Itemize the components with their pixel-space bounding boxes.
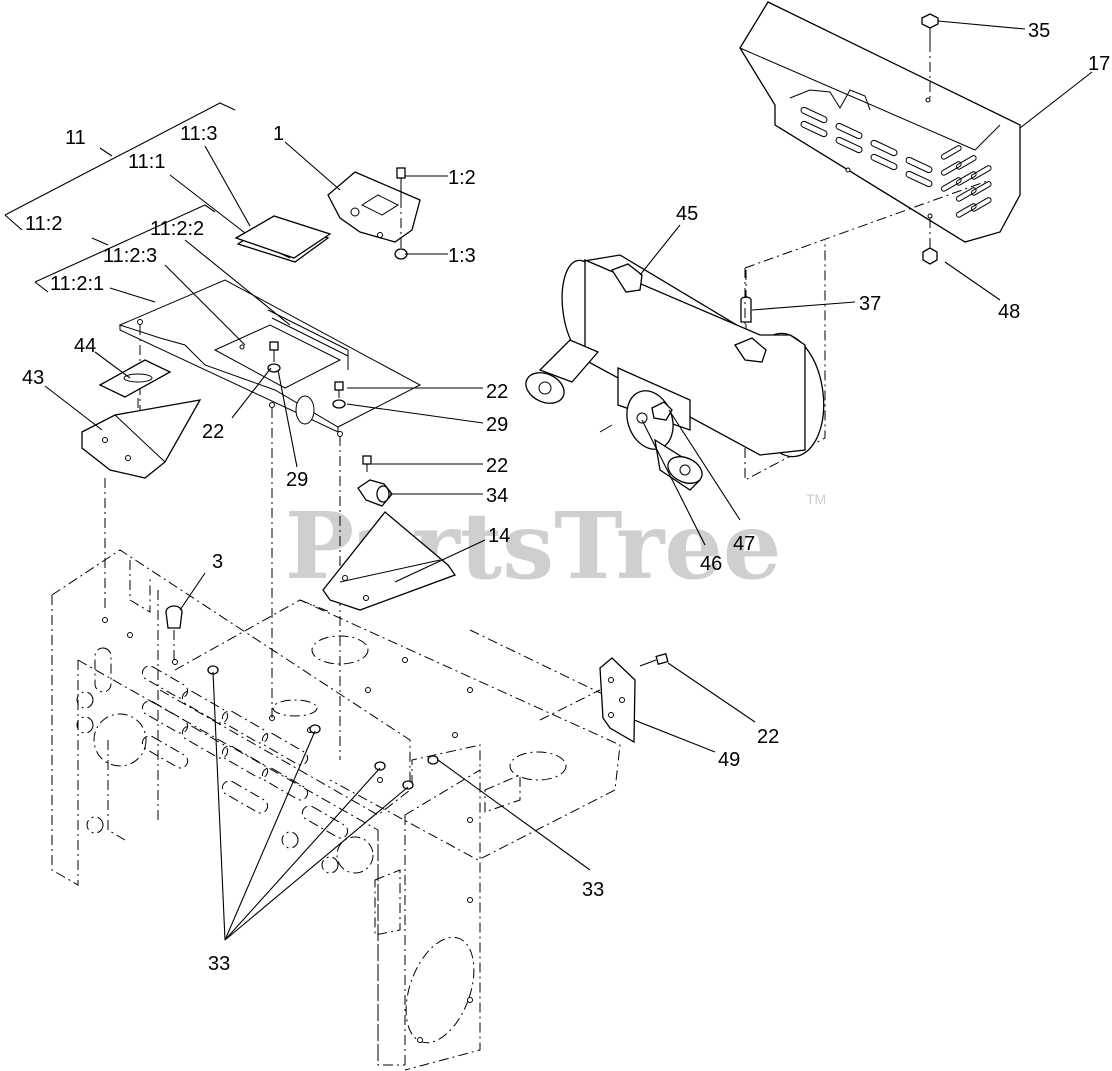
bracket-part-43 bbox=[81, 399, 202, 610]
nut-part-48 bbox=[922, 218, 938, 265]
callout-44: 44 bbox=[74, 335, 96, 357]
cover-part-1 bbox=[327, 167, 421, 260]
callout-48: 48 bbox=[998, 301, 1020, 323]
callout-11-2-2: 11:2:2 bbox=[150, 218, 204, 240]
callout-11: 11 bbox=[65, 127, 86, 149]
callout-11-2-1: 11:2:1 bbox=[50, 273, 104, 295]
callout-22-left: 22 bbox=[202, 421, 224, 443]
callout-37: 37 bbox=[859, 293, 881, 315]
callout-22-plate: 22 bbox=[757, 726, 779, 748]
callout-33-left: 33 bbox=[208, 953, 230, 975]
callout-1-2: 1:2 bbox=[448, 167, 476, 189]
callout-1: 1 bbox=[273, 123, 284, 145]
frame bbox=[51, 549, 621, 1071]
callout-14: 14 bbox=[488, 525, 510, 547]
knob-part-3 bbox=[165, 605, 183, 662]
callout-17: 17 bbox=[1088, 53, 1110, 75]
callout-3: 3 bbox=[212, 551, 223, 573]
fasteners-22-29 bbox=[267, 341, 372, 472]
callout-11-2: 11:2 bbox=[25, 213, 62, 235]
leader-lines bbox=[4, 20, 1093, 941]
clamp-part-34 bbox=[357, 479, 393, 507]
callout-33-right: 33 bbox=[582, 879, 604, 901]
callout-29-right: 29 bbox=[486, 414, 508, 436]
plate-part-14 bbox=[322, 511, 457, 611]
callout-11-3: 11:3 bbox=[180, 123, 217, 145]
washer-33-parts bbox=[207, 665, 439, 790]
spacer-part-37 bbox=[740, 270, 752, 355]
callout-47: 47 bbox=[733, 533, 755, 555]
callout-11-2-3: 11:2:3 bbox=[103, 245, 157, 267]
plate-part-49 bbox=[539, 653, 669, 744]
callout-22-right-b: 22 bbox=[486, 455, 508, 477]
callout-43: 43 bbox=[22, 367, 44, 389]
callout-46: 46 bbox=[700, 553, 722, 575]
callout-labels: 11 11:3 11:1 11:2 11:2:2 11:2:3 11:2:1 1… bbox=[22, 20, 1110, 975]
muffler-part-45 bbox=[525, 179, 991, 491]
callout-22-right-a: 22 bbox=[486, 381, 508, 403]
callout-49: 49 bbox=[718, 749, 740, 771]
heat-shield-part-17 bbox=[739, 1, 1021, 243]
watermark-trademark: TM bbox=[806, 491, 826, 507]
panel-part-11-2-1 bbox=[118, 279, 422, 760]
callout-34: 34 bbox=[486, 485, 508, 507]
callout-29-left: 29 bbox=[286, 469, 308, 491]
callout-1-3: 1:3 bbox=[448, 245, 476, 267]
bolt-part-35 bbox=[921, 13, 939, 100]
callout-45: 45 bbox=[676, 203, 698, 225]
decal-part-11-3 bbox=[234, 215, 332, 259]
callout-35: 35 bbox=[1028, 20, 1050, 42]
callout-11-1: 11:1 bbox=[128, 151, 165, 173]
